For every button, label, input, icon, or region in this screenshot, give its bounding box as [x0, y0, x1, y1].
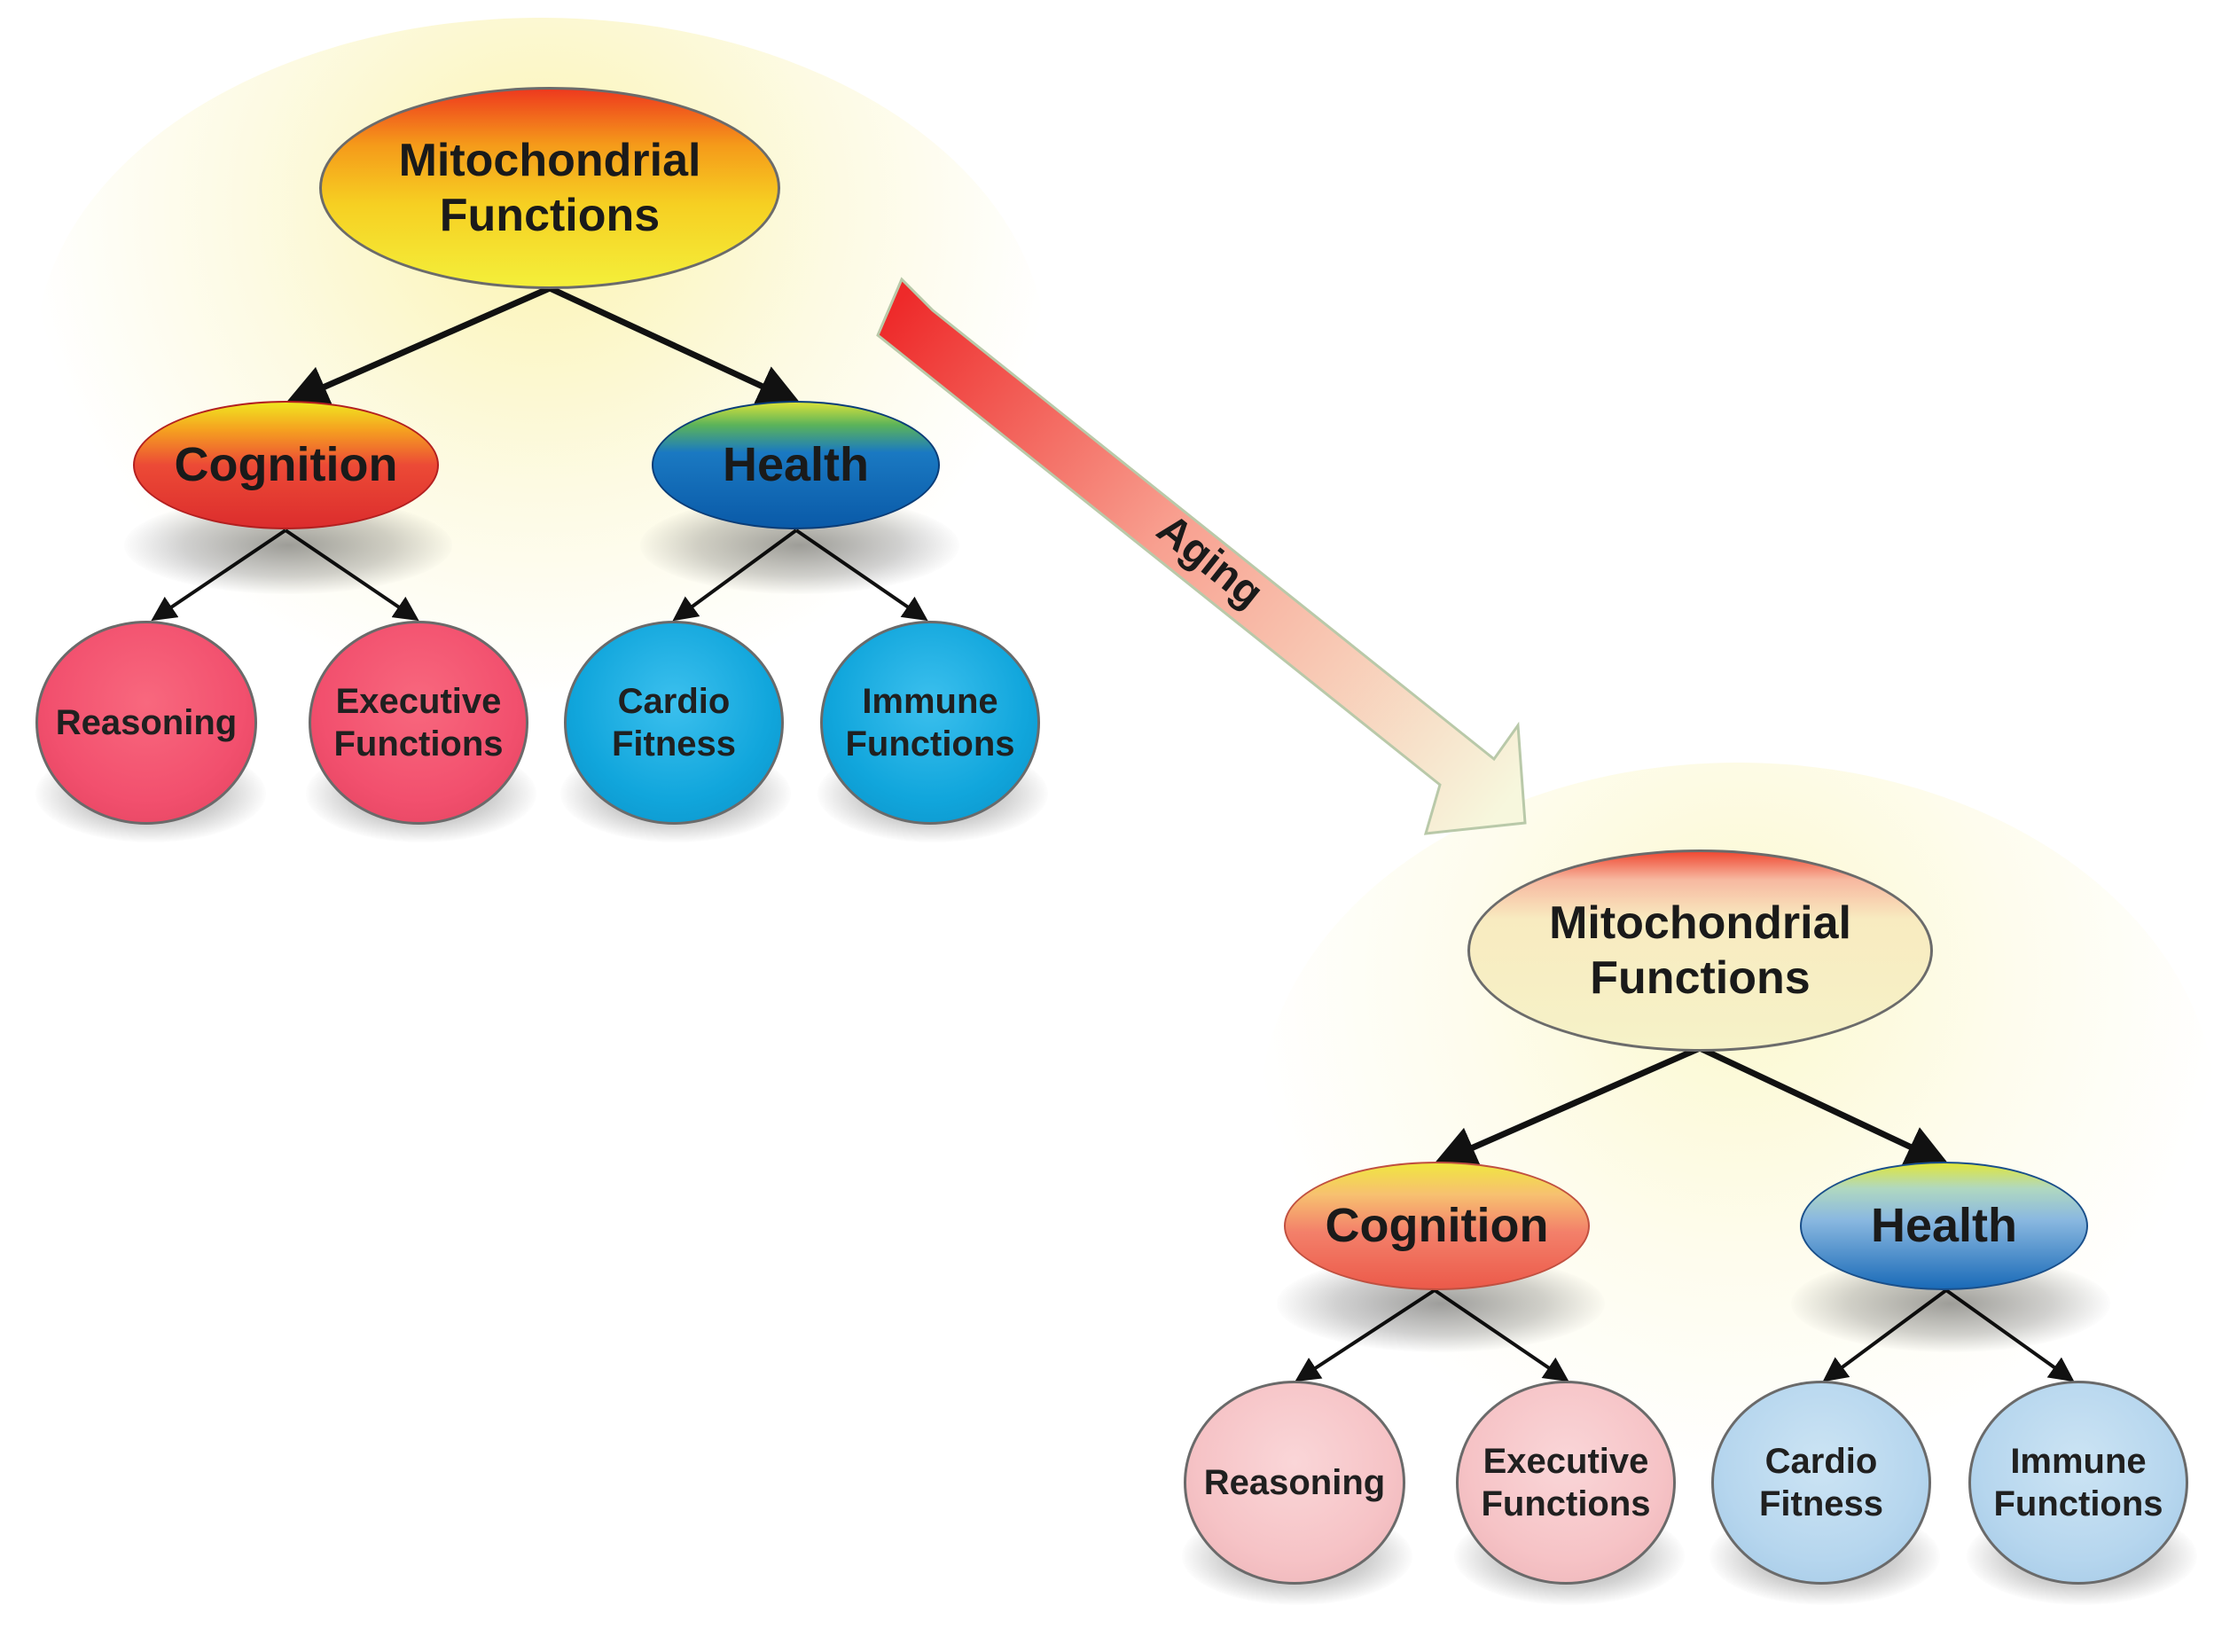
old-root-node: Mitochondrial Functions — [1467, 849, 1933, 1052]
old-health-node: Health — [1800, 1162, 2088, 1290]
connector-old-root-health — [1698, 1045, 1950, 1167]
connector-young-cognition-executive — [284, 528, 419, 622]
connector-old-root-cognition — [1433, 1045, 1702, 1168]
connector-old-health-cardio — [1822, 1288, 1948, 1382]
connector-young-health-immune — [794, 528, 928, 622]
old-reasoning-node: Reasoning — [1184, 1381, 1405, 1585]
young-cardio-node: Cardio Fitness — [564, 621, 784, 825]
old-executive-node: Executive Functions — [1456, 1381, 1676, 1585]
old-cardio-node: Cardio Fitness — [1711, 1381, 1931, 1585]
connector-old-health-immune — [1944, 1288, 2075, 1382]
connector-young-root-cognition — [285, 285, 552, 407]
young-reasoning-node: Reasoning — [35, 621, 257, 825]
old-immune-node: Immune Functions — [1968, 1381, 2188, 1585]
aging-arrow — [876, 277, 1527, 835]
connector-young-health-cardio — [672, 528, 798, 622]
old-cognition-node: Cognition — [1284, 1162, 1590, 1290]
young-root-node: Mitochondrial Functions — [319, 87, 780, 289]
connector-old-cognition-executive — [1433, 1288, 1569, 1382]
young-health-node: Health — [652, 401, 940, 529]
connector-young-cognition-reasoning — [151, 528, 287, 622]
connector-old-cognition-reasoning — [1295, 1288, 1436, 1382]
young-executive-node: Executive Functions — [309, 621, 528, 825]
young-immune-node: Immune Functions — [820, 621, 1040, 825]
young-cognition-node: Cognition — [133, 401, 439, 529]
connector-young-root-health — [548, 285, 802, 406]
